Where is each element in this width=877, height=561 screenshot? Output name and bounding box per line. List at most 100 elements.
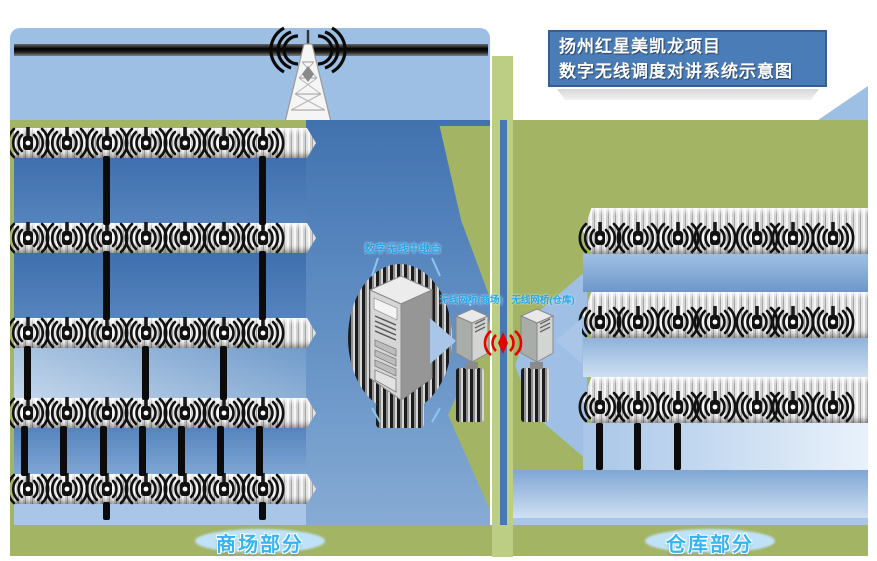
antenna-icon <box>656 391 700 423</box>
antenna-icon <box>163 473 207 505</box>
antenna-icon <box>124 222 168 254</box>
rf-link-icon <box>483 320 523 366</box>
antenna-icon <box>735 391 779 423</box>
antenna-icon <box>10 317 50 349</box>
antenna-icon <box>10 473 50 505</box>
feeder-cable <box>21 426 28 476</box>
antenna-icon <box>163 397 207 429</box>
wireless-bridge-icon <box>452 306 492 372</box>
antenna-icon <box>202 473 246 505</box>
floor-band <box>513 518 868 525</box>
feeder-cable <box>178 426 185 476</box>
bridge-foot <box>521 368 549 422</box>
floor-band <box>14 348 314 398</box>
feeder-cable <box>60 426 67 476</box>
feeder-cable <box>142 346 149 400</box>
feeder-cable <box>256 426 263 476</box>
floor-band <box>583 254 868 292</box>
antenna-icon <box>811 391 855 423</box>
feeder-cable <box>596 423 603 470</box>
floor-band <box>583 338 868 377</box>
feeder-cable <box>259 156 266 225</box>
sky-background <box>10 28 490 120</box>
label-glow <box>195 529 325 553</box>
antenna-icon <box>693 306 737 338</box>
bridge-right-label: 无线网桥(仓库) <box>511 295 575 306</box>
feeder-cable <box>674 423 681 470</box>
building-divider-core <box>500 120 507 525</box>
feeder-cable <box>259 251 266 320</box>
cabinet-foot <box>376 402 424 428</box>
bottom-divider <box>492 525 513 556</box>
antenna-icon <box>241 473 285 505</box>
antenna-icon <box>656 306 700 338</box>
antenna-icon <box>45 473 89 505</box>
antenna-icon <box>241 222 285 254</box>
antenna-icon <box>616 222 660 254</box>
feeder-cable <box>24 346 31 400</box>
title-line-2: 数字无线调度对讲系统示意图 <box>559 62 793 81</box>
antenna-icon <box>616 306 660 338</box>
warehouse-panel <box>513 120 868 525</box>
antenna-icon <box>10 222 50 254</box>
title-corner-wedge <box>818 86 868 120</box>
feeder-cable <box>100 426 107 476</box>
antenna-icon <box>578 306 622 338</box>
antenna-icon <box>241 317 285 349</box>
feeder-cable <box>217 426 224 476</box>
antenna-icon <box>202 127 246 159</box>
antenna-icon <box>811 306 855 338</box>
antenna-icon <box>202 397 246 429</box>
antenna-icon <box>693 222 737 254</box>
warehouse-section-label: 仓库部分 <box>666 534 754 556</box>
floor-band <box>513 470 868 518</box>
feeder-cable <box>103 156 110 225</box>
bridge-left-label: 无线网桥(商场) <box>439 295 503 306</box>
floor-band <box>14 253 314 318</box>
antenna-icon <box>85 317 129 349</box>
bridge-foot <box>456 368 484 422</box>
antenna-icon <box>45 127 89 159</box>
antenna-icon <box>771 306 815 338</box>
antenna-icon <box>202 222 246 254</box>
title-box: 扬州红星美凯龙项目 数字无线调度对讲系统示意图 <box>548 30 827 87</box>
antenna-icon <box>163 222 207 254</box>
repeater-cabinet-icon <box>362 274 440 406</box>
feeder-cable <box>139 426 146 476</box>
antenna-icon <box>10 127 50 159</box>
roof-mast-bar <box>14 44 488 56</box>
label-glow <box>645 529 775 553</box>
antenna-icon <box>163 127 207 159</box>
antenna-icon <box>811 222 855 254</box>
antenna-icon <box>124 317 168 349</box>
antenna-icon <box>45 317 89 349</box>
feeder-cable <box>259 502 266 520</box>
wireless-bridge-icon <box>517 306 557 372</box>
antenna-icon <box>124 473 168 505</box>
antenna-icon <box>10 397 50 429</box>
antenna-icon <box>45 397 89 429</box>
feeder-cable <box>634 423 641 470</box>
antenna-icon <box>241 127 285 159</box>
antenna-icon <box>771 222 815 254</box>
antenna-icon <box>578 222 622 254</box>
title-shadow <box>557 89 819 100</box>
antenna-icon <box>85 127 129 159</box>
antenna-icon <box>578 391 622 423</box>
floor-band <box>583 423 868 470</box>
feeder-cable <box>220 346 227 400</box>
antenna-icon <box>202 317 246 349</box>
floor-band <box>14 158 314 223</box>
antenna-icon <box>241 397 285 429</box>
antenna-icon <box>85 473 129 505</box>
antenna-icon <box>163 317 207 349</box>
antenna-icon <box>771 391 815 423</box>
callout-lines <box>340 252 580 423</box>
mall-panel <box>10 120 490 525</box>
antenna-icon <box>85 397 129 429</box>
feeder-cable <box>103 251 110 320</box>
repeater-cabinet-label: 数字无线中继台 <box>364 243 442 255</box>
antenna-tower-icon <box>269 26 347 124</box>
antenna-icon <box>45 222 89 254</box>
